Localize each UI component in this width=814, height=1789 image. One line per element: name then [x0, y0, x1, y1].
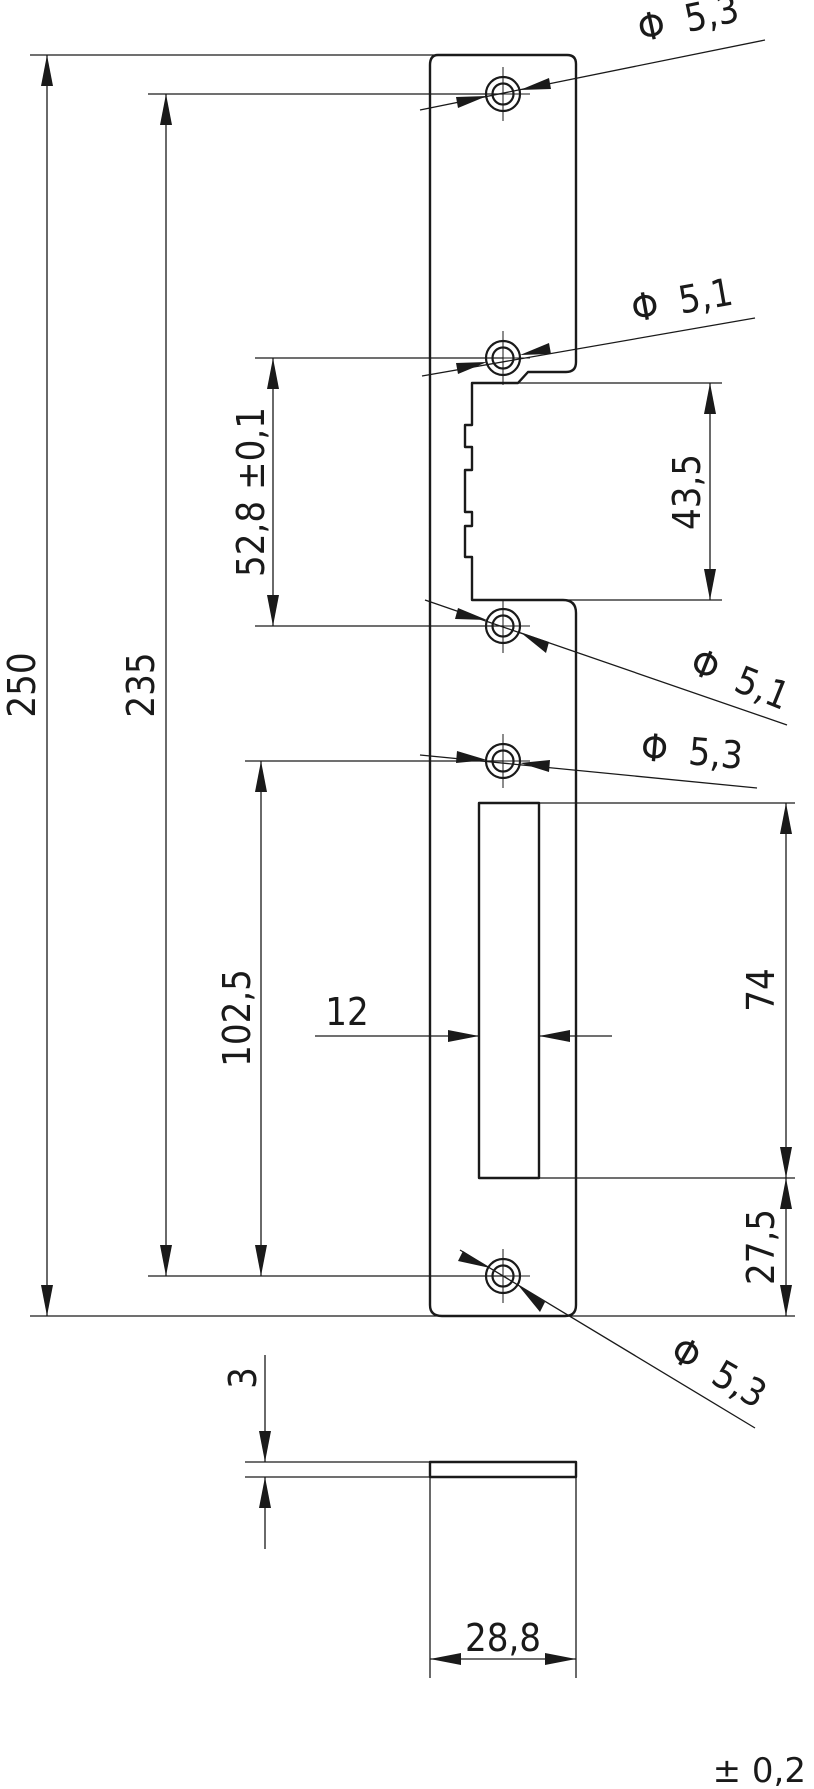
dimension-28-8: 28,8 — [429, 1477, 577, 1678]
dimension-3: 3 — [221, 1355, 430, 1549]
dim-plate-thickness: 3 — [221, 1367, 265, 1389]
dim-middle-hole-diameter: 5,3 — [687, 729, 745, 778]
diameter-symbol: Φ — [628, 283, 662, 331]
diameter-symbol: Φ — [639, 725, 670, 771]
strike-slot — [477, 801, 541, 1180]
svg-text:Φ 5,3: Φ 5,3 — [639, 725, 745, 778]
dim-lower-hole-offset: 102,5 — [215, 969, 259, 1067]
svg-text:Φ 5,1: Φ 5,1 — [685, 640, 796, 719]
plate-profile — [428, 1460, 578, 1479]
svg-text:Φ 5,3: Φ 5,3 — [634, 0, 743, 51]
strike-plate-front-view — [428, 53, 578, 1318]
dimension-27-5: 27,5 — [739, 1178, 792, 1316]
plate-outline — [428, 53, 578, 1318]
dim-upper-hole-spacing: 52,8 ±0,1 — [229, 407, 273, 577]
dim-bottom-hole-diameter: 5,3 — [705, 1352, 774, 1417]
dim-slot-width: 12 — [325, 990, 369, 1034]
dim-upper-middle-hole-diameter: 5,1 — [675, 270, 736, 323]
diameter-symbol: Φ — [664, 1328, 709, 1380]
dim-overall-length: 250 — [0, 652, 44, 717]
callout-middle-hole: Φ 5,3 — [419, 725, 758, 789]
dimension-235: 235 — [119, 94, 172, 1276]
diameter-symbol: Φ — [634, 2, 669, 51]
callout-bottom-hole: Φ 5,3 — [458, 1249, 774, 1429]
callout-upper-middle-hole: Φ 5,1 — [421, 270, 756, 377]
dimension-43-5: 43,5 — [665, 383, 716, 600]
general-tolerance: ± 0,2 — [713, 1751, 806, 1789]
dimension-74: 74 — [739, 803, 792, 1178]
extension-lines — [30, 54, 795, 1317]
dim-top-hole-diameter: 5,3 — [680, 0, 742, 41]
dim-recess-height: 43,5 — [665, 454, 709, 530]
diameter-symbol: Φ — [685, 640, 726, 691]
dimension-12: 12 — [315, 990, 612, 1042]
dimension-52-8: 52,8 ±0,1 — [229, 358, 279, 626]
svg-text:Φ 5,3: Φ 5,3 — [664, 1328, 774, 1417]
dimension-102-5: 102,5 — [215, 761, 267, 1276]
dim-slot-height: 74 — [739, 968, 783, 1012]
dimension-250: 250 — [0, 55, 53, 1316]
dim-plate-width: 28,8 — [465, 1616, 541, 1660]
strike-plate-side-view — [428, 1460, 578, 1479]
dim-outer-hole-span: 235 — [119, 652, 163, 717]
dim-lower-middle-hole-diameter: 5,1 — [729, 657, 796, 718]
svg-text:Φ 5,1: Φ 5,1 — [628, 270, 736, 331]
dim-slot-bottom-offset: 27,5 — [739, 1209, 783, 1285]
callout-lower-middle-hole: Φ 5,1 — [424, 599, 796, 726]
